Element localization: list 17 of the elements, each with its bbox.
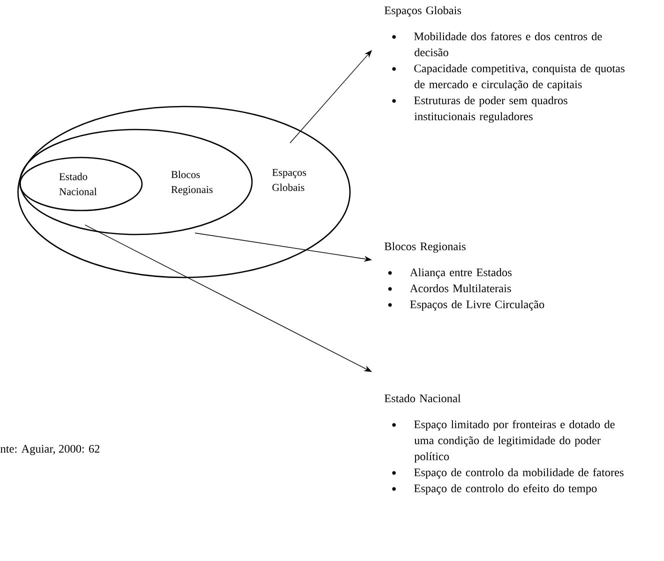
panel-heading: Espaços Globais (384, 6, 462, 17)
ellipse-label: Estado Nacional (59, 172, 97, 196)
bullet-item: Acordos Multilaterais (410, 284, 511, 292)
bullet-item: Espaços de Livre Circulação (410, 300, 544, 311)
bullet-item: Espaço de controlo do efeito do tempo (414, 484, 597, 495)
source-note: nte: Aguiar, 2000: 62 (0, 444, 100, 456)
bullet-item: Espaço limitado por fronteiras e dotado de uma condição de legitimidade do poder político (414, 420, 615, 463)
bullet-item: Estruturas de poder sem quadros institucionais reguladores (414, 96, 568, 123)
ellipse-label: Blocos Regionais (171, 170, 213, 196)
bullet-item: Mobilidade dos fatores e dos centros de decisão (414, 32, 602, 56)
panel-heading: Blocos Regionais (384, 242, 466, 253)
ellipse-label: Espaços Globais (272, 169, 306, 191)
panel-heading: Estado Nacional (384, 394, 461, 402)
bullet-item: Aliança entre Estados (410, 268, 512, 279)
bullet-item: Espaço de controlo da mobilidade de fatores (414, 468, 624, 479)
arrow (290, 50, 372, 144)
bullet-item: Capacidade competitiva, conquista de quotas de mercado e circulação de capitais (414, 64, 624, 91)
